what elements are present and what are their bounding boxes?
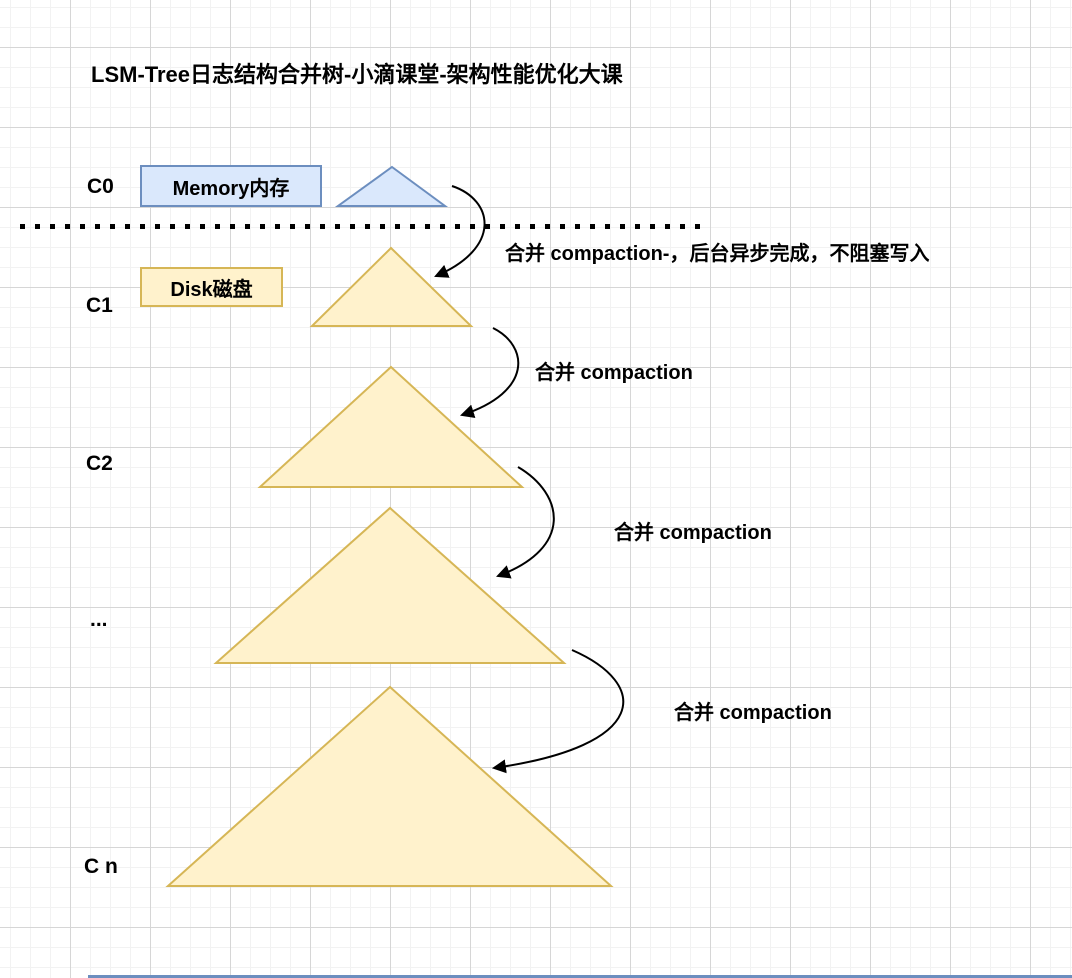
level-label-c0: C0 [87, 175, 114, 198]
memory-triangle-c0[interactable] [334, 165, 449, 207]
disk-triangle-c2[interactable] [257, 365, 525, 488]
level-label-ellipsis: ... [90, 608, 108, 631]
level-label-c2: C2 [86, 452, 113, 475]
level-label-cn: C n [84, 855, 118, 878]
disk-triangle-cn[interactable] [165, 685, 614, 887]
disk-legend-box[interactable]: Disk磁盘 [140, 267, 283, 307]
disk-triangle-ellipsis[interactable] [213, 506, 567, 664]
disk-legend-label: Disk磁盘 [170, 278, 253, 301]
annotation-compaction-2: 合并 compaction [535, 362, 693, 384]
compaction-arrow-c2-to-ellipsis[interactable] [496, 466, 555, 579]
annotation-compaction-4: 合并 compaction [674, 702, 832, 724]
compaction-arrow-ellipsis-to-cn[interactable] [491, 649, 625, 774]
memory-legend-label: Memory内存 [172, 177, 290, 200]
level-label-c1: C1 [86, 294, 113, 317]
clipped-shape-top-edge[interactable] [88, 975, 1072, 978]
diagram-title: LSM-Tree日志结构合并树-小滴课堂-架构性能优化大课 [91, 62, 623, 87]
annotation-first-compaction: 合并 compaction-，后台异步完成，不阻塞写入 [505, 243, 930, 265]
memory-legend-box[interactable]: Memory内存 [140, 165, 322, 207]
disk-triangle-c1[interactable] [309, 246, 474, 327]
annotation-compaction-3: 合并 compaction [614, 522, 772, 544]
compaction-arrow-c1-to-c2[interactable] [460, 327, 520, 418]
memory-disk-divider-dotted-line[interactable] [20, 224, 702, 229]
compaction-arrow-c0-to-c1[interactable] [434, 185, 486, 278]
